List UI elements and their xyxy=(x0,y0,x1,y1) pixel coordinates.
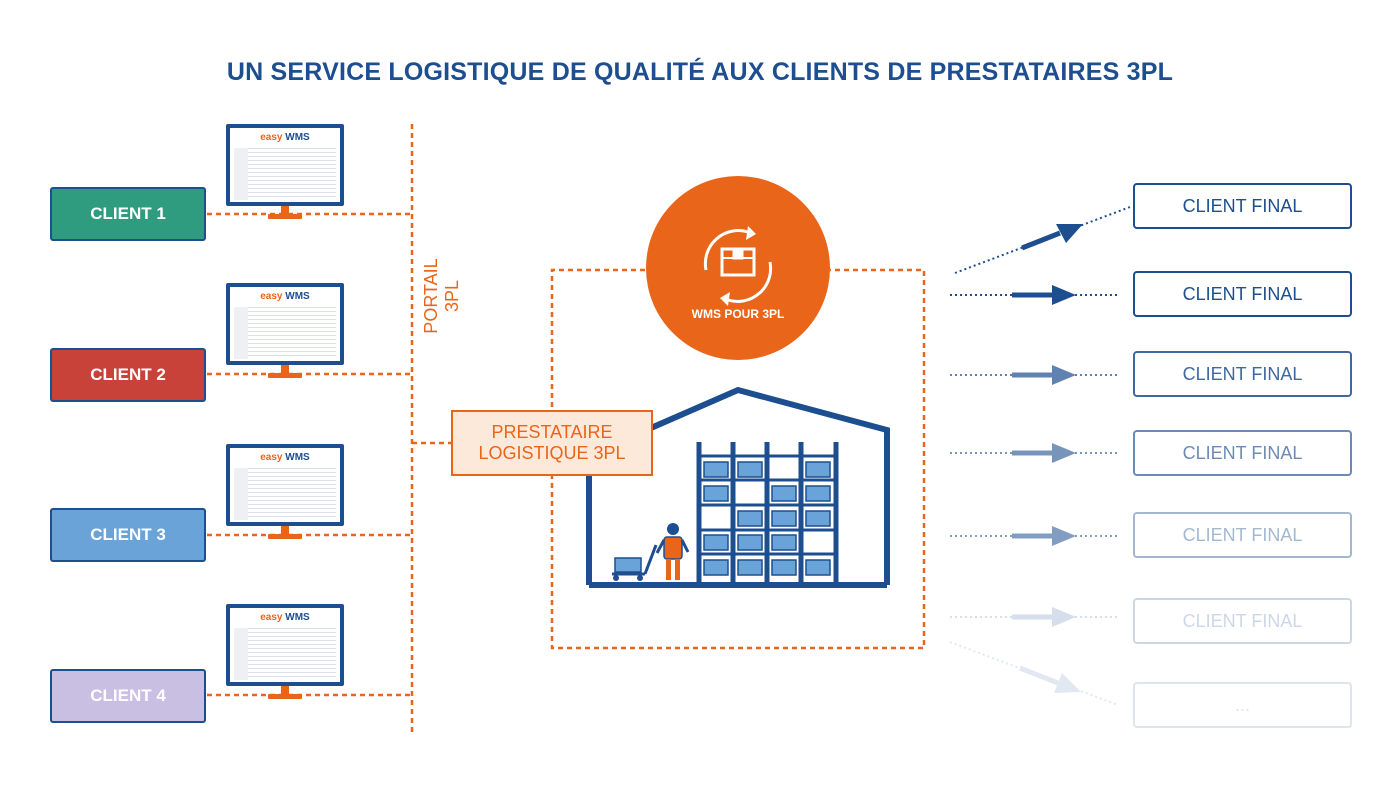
arrow-final-7 xyxy=(949,641,1119,706)
provider-label-line-2: LOGISTIQUE 3PL xyxy=(478,443,626,463)
arrow-final-6 xyxy=(950,607,1118,627)
client-box: CLIENT 4 xyxy=(50,669,206,723)
warehouse-building xyxy=(586,386,890,585)
portal-label: PORTAIL 3PL xyxy=(421,258,462,334)
screen: easy WMS xyxy=(226,604,344,686)
easywms-logo: easy WMS xyxy=(260,612,310,623)
wms-circle xyxy=(646,176,830,360)
pallet-jack-icon xyxy=(612,544,658,581)
worker-icon xyxy=(655,523,690,580)
final-client-box: ... xyxy=(1133,682,1352,728)
easywms-logo: easy WMS xyxy=(260,452,310,463)
monitor-client-1: easy WMS xyxy=(226,124,344,220)
screen: easy WMS xyxy=(226,444,344,526)
arrow-final-1 xyxy=(954,206,1131,274)
rack-boxes xyxy=(703,461,831,576)
client-box: CLIENT 1 xyxy=(50,187,206,241)
rack xyxy=(696,442,839,585)
provider-label-line-1: PRESTATAIRE xyxy=(491,422,613,442)
arrow-final-2 xyxy=(950,285,1118,305)
provider-box: PRESTATAIRE LOGISTIQUE 3PL xyxy=(451,410,653,476)
sync-box-icon xyxy=(703,226,773,306)
monitor-client-4: easy WMS xyxy=(226,604,344,700)
arrow-final-5 xyxy=(950,526,1118,546)
final-client-box: CLIENT FINAL xyxy=(1133,351,1352,397)
final-client-box: CLIENT FINAL xyxy=(1133,512,1352,558)
screen: easy WMS xyxy=(226,283,344,365)
easywms-logo: easy WMS xyxy=(260,291,310,302)
warehouse-frame xyxy=(550,268,926,650)
arrow-final-3 xyxy=(950,365,1118,385)
final-client-box: CLIENT FINAL xyxy=(1133,430,1352,476)
final-client-box: CLIENT FINAL xyxy=(1133,598,1352,644)
client-box: CLIENT 3 xyxy=(50,508,206,562)
screen: easy WMS xyxy=(226,124,344,206)
final-client-box: CLIENT FINAL xyxy=(1133,271,1352,317)
arrow-final-4 xyxy=(950,443,1118,463)
monitor-client-3: easy WMS xyxy=(226,444,344,540)
page-title: UN SERVICE LOGISTIQUE DE QUALITÉ AUX CLI… xyxy=(226,58,1174,86)
client-box: CLIENT 2 xyxy=(50,348,206,402)
monitor-client-2: easy WMS xyxy=(226,283,344,379)
final-client-box: CLIENT FINAL xyxy=(1133,183,1352,229)
easywms-logo: easy WMS xyxy=(260,132,310,143)
wms-label: WMS POUR 3PL xyxy=(691,307,785,321)
